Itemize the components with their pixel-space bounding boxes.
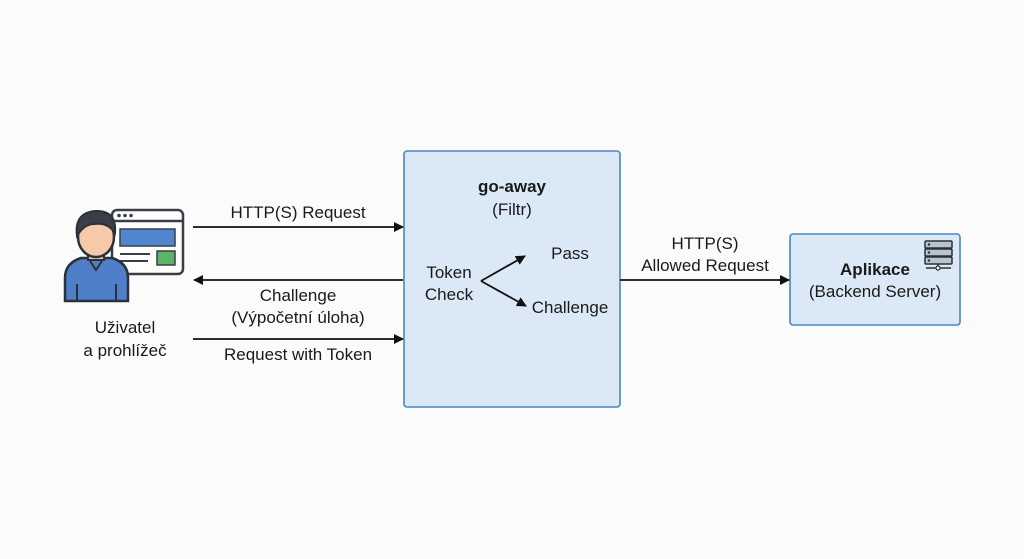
token-check-line2: Check [424, 285, 474, 304]
request-label: HTTP(S) Request [230, 203, 366, 222]
filter-title: go-away [477, 177, 547, 196]
challenge-label-line2: (Výpočetní úloha) [231, 308, 365, 327]
browser-window-icon [110, 208, 185, 276]
token-check-line1: Token [426, 263, 472, 282]
user-label-line1: Uživatel [94, 318, 156, 337]
app-title: Aplikace [840, 260, 910, 279]
allowed-label-line1: HTTP(S) [671, 234, 739, 253]
challenge-label-line1: Challenge [259, 286, 337, 305]
request-with-token-label: Request with Token [223, 345, 373, 364]
challenge-branch-arrow [480, 280, 527, 307]
filter-subtitle: (Filtr) [492, 200, 532, 219]
outcome-challenge: Challenge [531, 298, 609, 317]
user-avatar-icon [63, 209, 130, 303]
user-label-line2: a prohlížeč [83, 341, 167, 360]
app-subtitle: (Backend Server) [808, 282, 942, 301]
allowed-label-line2: Allowed Request [641, 256, 769, 275]
outcome-pass: Pass [551, 244, 589, 263]
pass-branch-arrow [480, 255, 526, 282]
server-rack-icon [924, 240, 953, 271]
app-box [789, 233, 961, 326]
filter-box [403, 150, 621, 408]
